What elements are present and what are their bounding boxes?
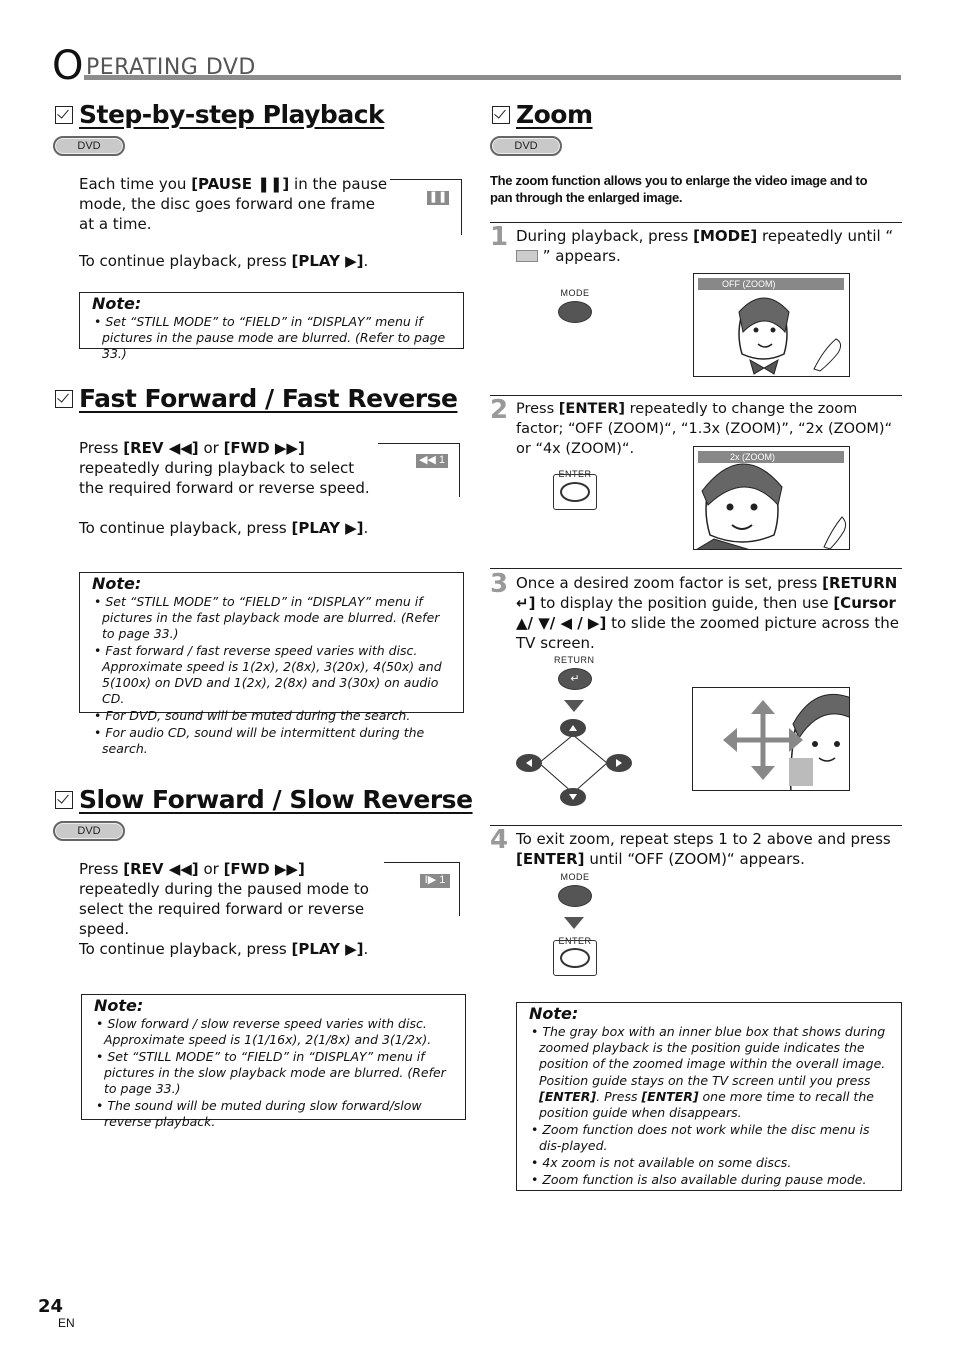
zoom-osd-bar: OFF (ZOOM) [698, 278, 844, 290]
dvd-badge: DVD [53, 136, 125, 156]
zoom-osd-bar: 2x (ZOOM) [698, 451, 844, 463]
mode-label: MODE [560, 872, 590, 882]
zoom-icon [516, 250, 538, 262]
step-number: 2 [490, 395, 509, 425]
cursor-icon [516, 719, 632, 806]
note-title: Note: [92, 574, 142, 593]
note-item: • The gray box with an inner blue box th… [531, 1024, 886, 1071]
fast-para2: To continue playback, press [PLAY ▶]. [79, 519, 369, 537]
section-title-zoom: Zoom [492, 100, 593, 129]
note-box-step-by-step: Note: • Set “STILL MODE” to “FIELD” in “… [79, 292, 464, 361]
section-title-text: Slow Forward / Slow Reverse [79, 785, 473, 814]
note-item: • Fast forward / fast reverse speed vari… [94, 643, 442, 706]
pause-icon: ❚❚ [427, 191, 449, 205]
step-number: 4 [490, 825, 509, 855]
arrow-down-icon [564, 917, 584, 929]
enter-button-icon [553, 940, 597, 976]
fast-reverse-osd: ◀◀ 1 [416, 454, 448, 468]
note-item-extra: Position guide stays on the TV screen un… [539, 1073, 874, 1120]
girl-zoomed-illustration [696, 463, 847, 549]
note-box-fast: Note: • Set “STILL MODE” to “FIELD” in “… [79, 572, 464, 756]
slow-para2: To continue playback, press [PLAY ▶]. [79, 940, 369, 958]
step-number: 1 [490, 222, 509, 252]
section-title-text: Fast Forward / Fast Reverse [79, 384, 458, 413]
zoom-step3-text: Once a desired zoom factor is set, press… [516, 574, 899, 652]
mode-button-icon [558, 301, 592, 323]
step-number: 3 [490, 569, 509, 599]
return-label: RETURN [554, 655, 595, 665]
return-button-icon: ↵ [558, 668, 592, 690]
note-item: • Zoom function is also available during… [531, 1172, 867, 1187]
zoom-step1-text: During playback, press [MODE] repeatedly… [516, 227, 894, 265]
page-language: EN [58, 1316, 75, 1330]
section-title-text: Step-by-step Playback [79, 100, 385, 129]
step-rule [490, 222, 902, 223]
note-box-zoom: Note: • The gray box with an inner blue … [516, 1002, 902, 1191]
step-rule [490, 395, 902, 396]
note-box-slow: Note: • Slow forward / slow reverse spee… [81, 994, 466, 1129]
checkbox-icon [55, 791, 73, 809]
zoom-step2-text: Press [ENTER] repeatedly to change the z… [516, 401, 893, 457]
section-title-slow: Slow Forward / Slow Reverse [55, 785, 473, 814]
mode-button-icon [558, 885, 592, 907]
note-title: Note: [94, 996, 144, 1015]
note-item: • Zoom function does not work while the … [531, 1122, 870, 1153]
checkbox-icon [55, 390, 73, 408]
section-title-step-by-step: Step-by-step Playback [55, 100, 385, 129]
zoom-intro: The zoom function allows you to enlarge … [490, 173, 868, 205]
note-item: • Set “STILL MODE” to “FIELD” in “DISPLA… [94, 594, 440, 641]
zoom-step4-text: To exit zoom, repeat steps 1 to 2 above … [516, 830, 891, 868]
move-arrows-icon [723, 693, 849, 790]
note-item: • Set “STILL MODE” to “FIELD” in “DISPLA… [96, 1049, 446, 1096]
note-item: • The sound will be muted during slow fo… [96, 1098, 422, 1129]
step-rule [490, 568, 902, 569]
osd-bracket [390, 179, 462, 235]
note-title: Note: [529, 1004, 579, 1023]
arrow-down-icon [564, 700, 584, 712]
tv-screen-position-guide [692, 687, 850, 791]
girl-illustration [738, 297, 842, 375]
page-number: 24 [38, 1296, 64, 1317]
header-rule [84, 75, 901, 80]
tv-screen-2x-zoom: 2x (ZOOM) [693, 446, 850, 550]
note-item: • For DVD, sound will be muted during th… [94, 708, 411, 723]
section-title-text: Zoom [516, 100, 593, 129]
slow-para1: Press [REV ◀◀] or [FWD ▶▶] repeatedly du… [79, 860, 369, 938]
step-by-step-para1: Each time you [PAUSE ❚❚] in the pause mo… [79, 175, 388, 233]
enter-button-icon [553, 474, 597, 510]
step-rule [490, 825, 902, 826]
checkbox-icon [55, 106, 73, 124]
note-item: • For audio CD, sound will be intermitte… [94, 725, 425, 756]
section-title-fast: Fast Forward / Fast Reverse [55, 384, 458, 413]
tv-screen-off-zoom: OFF (ZOOM) [693, 273, 850, 377]
osd-bracket [378, 443, 460, 497]
mode-label: MODE [560, 288, 590, 298]
enter-label: ENTER [558, 936, 592, 946]
osd-bracket [384, 862, 460, 916]
step-by-step-para2: To continue playback, press [PLAY ▶]. [79, 252, 369, 270]
fast-para1: Press [REV ◀◀] or [FWD ▶▶] repeatedly du… [79, 439, 370, 497]
dvd-badge: DVD [53, 821, 125, 841]
note-item: • 4x zoom is not available on some discs… [531, 1155, 792, 1170]
checkbox-icon [492, 106, 510, 124]
note-item: • Slow forward / slow reverse speed vari… [96, 1016, 432, 1047]
header-initial: O [52, 43, 84, 89]
note-title: Note: [92, 294, 142, 313]
dvd-badge: DVD [490, 136, 562, 156]
slow-forward-osd: I▶ 1 [420, 874, 450, 888]
note-item: • Set “STILL MODE” to “FIELD” in “DISPLA… [94, 314, 446, 361]
